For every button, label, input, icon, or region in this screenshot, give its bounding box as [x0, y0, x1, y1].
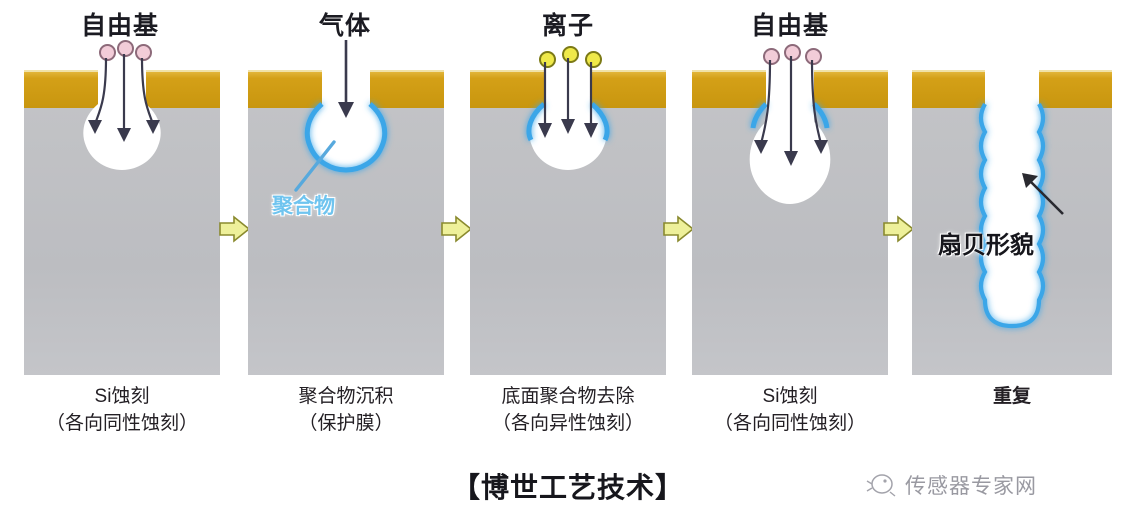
panel-4-caption-line2: （各向同性蚀刻） — [713, 412, 866, 434]
panel-5-caption-line1: 重复 — [992, 386, 1031, 407]
mask-layer-left — [470, 70, 544, 108]
panel-2-caption-line2: （保护膜） — [298, 412, 394, 434]
panel-2-caption: 聚合物沉积 （保护膜） — [248, 384, 444, 438]
panel-2 — [248, 70, 444, 375]
panel-1-caption-line1: Si蚀刻 — [94, 386, 150, 407]
mask-layer-right — [592, 70, 666, 108]
mask-layer-left — [248, 70, 322, 108]
watermark: 传感器专家网 — [866, 470, 1037, 500]
page-title: 【博世工艺技术】 — [451, 472, 684, 503]
radical-particle — [784, 44, 801, 61]
scallop-annotation-label: 扇贝形貌 — [938, 232, 1034, 259]
polymer-callout-leader — [294, 140, 336, 192]
mask-layer-right — [1039, 70, 1112, 108]
polymer-film-sidewall-left — [750, 102, 768, 129]
step-arrow-2-3-icon — [441, 215, 473, 243]
panel-1-caption: Si蚀刻 （各向同性蚀刻） — [24, 384, 220, 438]
radical-particle — [763, 48, 780, 65]
panel-4-caption: Si蚀刻 （各向同性蚀刻） — [692, 384, 888, 438]
panel-4-caption-line1: Si蚀刻 — [762, 386, 818, 407]
step-arrow-4-5-icon — [883, 215, 915, 243]
panel-3-caption-line2: （各向异性蚀刻） — [491, 412, 644, 434]
polymer-callout-label: 聚合物 — [272, 195, 335, 218]
mask-layer-right — [146, 70, 220, 108]
polymer-film-scalloped — [978, 102, 1046, 329]
bird-logo-icon — [866, 474, 896, 497]
scallop-pointer-arrow — [1022, 173, 1064, 215]
panel-1-caption-line2: （各向同性蚀刻） — [45, 412, 198, 434]
radical-particle — [99, 44, 116, 61]
polymer-film-sidewall-right — [590, 102, 610, 142]
ion-arrows — [538, 58, 598, 138]
radical-particle — [117, 40, 134, 57]
polymer-film-sidewall-right — [812, 102, 830, 129]
polymer-film — [304, 102, 388, 173]
step-arrow-3-4-icon — [663, 215, 695, 243]
panel-2-header: 气体 — [318, 12, 371, 40]
ion-particle — [562, 46, 579, 63]
mask-layer-right — [370, 70, 444, 108]
mask-layer-left — [692, 70, 766, 108]
panel-4-header: 自由基 — [750, 12, 829, 40]
mask-layer-right — [814, 70, 888, 108]
panel-5 — [912, 70, 1112, 375]
radical-particle — [805, 48, 822, 65]
ion-particle — [539, 51, 556, 68]
watermark-text: 传感器专家网 — [905, 475, 1037, 498]
radical-particle — [135, 44, 152, 61]
panel-3-header: 离子 — [541, 12, 594, 40]
polymer-film-sidewall-left — [526, 102, 546, 142]
etch-arrows-4 — [754, 56, 828, 166]
mask-layer-left — [912, 70, 985, 108]
step-arrow-1-2-icon — [219, 215, 251, 243]
ion-particle — [585, 51, 602, 68]
mask-layer-left — [24, 70, 98, 108]
panel-5-caption: 重复 — [912, 384, 1112, 411]
etch-arrows-1 — [88, 54, 160, 142]
scalloped-trench-profile — [978, 70, 1046, 329]
panel-1-header: 自由基 — [80, 12, 159, 40]
panel-2-caption-line1: 聚合物沉积 — [298, 386, 394, 407]
trench-profile-2 — [304, 70, 388, 173]
panel-3-caption-line1: 底面聚合物去除 — [501, 386, 635, 407]
gas-arrow — [338, 40, 354, 118]
panel-3-caption: 底面聚合物去除 （各向异性蚀刻） — [470, 384, 666, 438]
